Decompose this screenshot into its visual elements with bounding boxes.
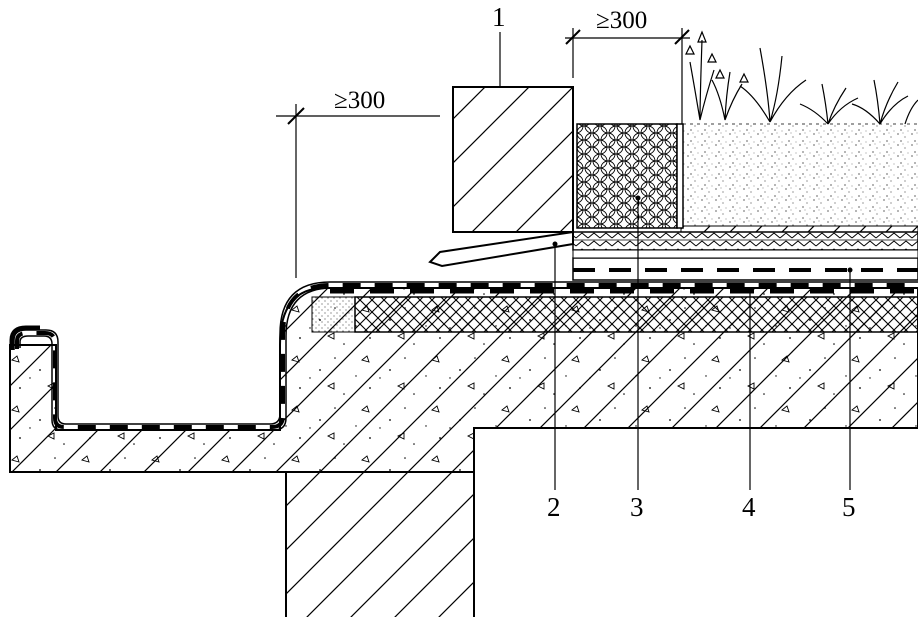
dimension-right: [565, 28, 690, 124]
dimension-right-label: ≥300: [596, 7, 647, 34]
protection-layer: [572, 257, 918, 281]
parapet-wall: [452, 86, 574, 233]
insulation-layer: [311, 296, 918, 333]
filter-fabric: [680, 225, 918, 233]
gravel-strip: [576, 123, 678, 229]
callout-4: 4: [742, 492, 756, 522]
drip-flashing: [428, 230, 574, 268]
callout-2: 2: [547, 492, 561, 522]
dimension-left: [276, 104, 440, 278]
leader-lines: [499, 32, 851, 490]
lower-wall: [285, 428, 475, 617]
leader-dots: [552, 195, 853, 293]
dimension-left-label: ≥300: [334, 87, 385, 114]
planting-soil: [683, 123, 918, 226]
callout-1: 1: [492, 2, 506, 32]
plants: [685, 30, 918, 125]
callout-3: 3: [630, 492, 644, 522]
gutter-membrane: [9, 281, 918, 431]
retaining-plate: [676, 123, 684, 229]
drainage-layer: [572, 231, 918, 259]
callout-5: 5: [842, 492, 856, 522]
